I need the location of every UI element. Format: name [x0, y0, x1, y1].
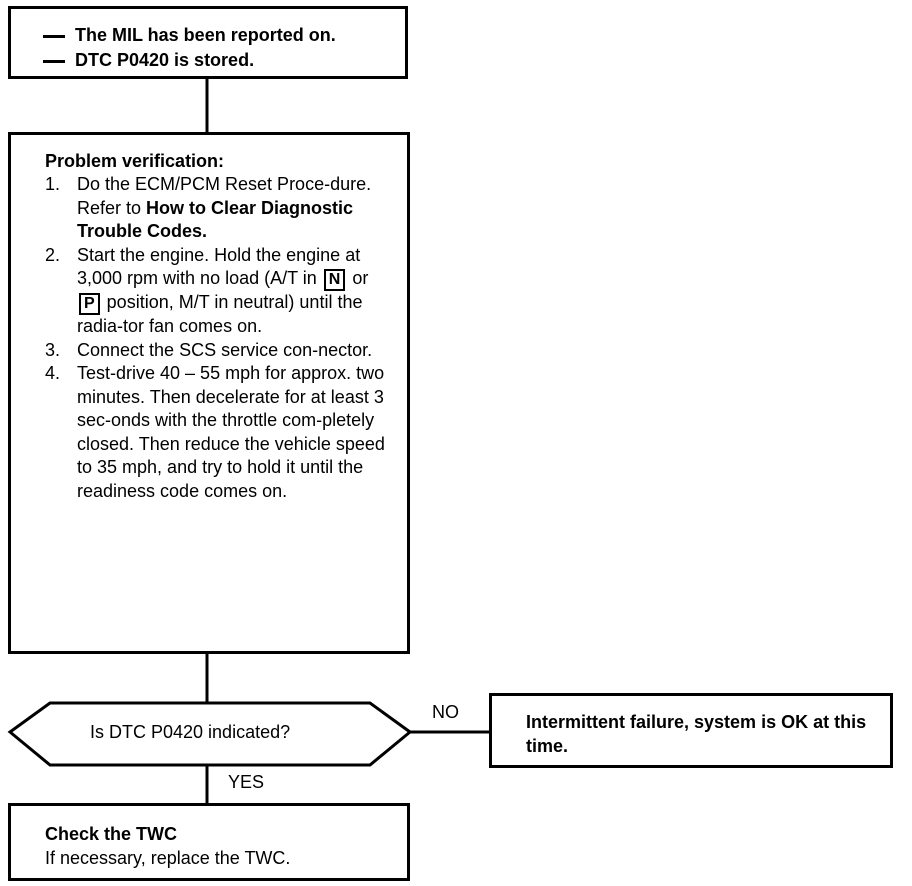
verification-step-2: 2. Start the engine. Hold the engine at … — [45, 244, 389, 339]
step-refer-link-text: How to Clear Diagnostic Trouble Codes. — [77, 197, 354, 242]
mil-status-box: The MIL has been reported on. DTC P0420 … — [8, 6, 408, 79]
verification-heading: Problem verification: — [45, 151, 225, 171]
step-text: or — [347, 268, 369, 288]
step-text: Do the ECM/PCM Reset Proce-dure. — [77, 174, 372, 194]
shift-position-n-key: N — [323, 269, 346, 291]
step-number: 2. — [45, 244, 61, 265]
mil-status-item: DTC P0420 is stored. — [37, 48, 405, 73]
step-text: Connect the SCS service con-nector. — [77, 339, 373, 360]
mil-status-item: The MIL has been reported on. — [37, 23, 405, 48]
step-number: 3. — [45, 339, 61, 360]
problem-verification-box: Problem verification: 1. Do the ECM/PCM … — [8, 132, 410, 654]
verification-steps: 1. Do the ECM/PCM Reset Proce-dure. Refe… — [45, 173, 387, 503]
check-twc-title: Check the TWC — [45, 824, 178, 844]
step-number: 1. — [45, 174, 61, 194]
verification-step-4: 4. Test-drive 40 – 55 mph for approx. tw… — [45, 362, 389, 503]
step-text: position, M/T in neutral) until the radi… — [77, 292, 363, 336]
verification-step-1: 1. Do the ECM/PCM Reset Proce-dure. Refe… — [45, 173, 389, 244]
step-text: Start the engine. Hold the engine at 3,0… — [77, 244, 361, 289]
intermittent-failure-box: Intermittent failure, system is OK at th… — [489, 693, 893, 768]
check-twc-box: Check the TWC If necessary, replace the … — [8, 803, 410, 881]
no-branch-label: NO — [432, 702, 459, 722]
shift-position-p-key: P — [79, 293, 100, 315]
verification-step-3: 3. Connect the SCS service con-nector. — [45, 339, 389, 363]
mil-status-list: The MIL has been reported on. DTC P0420 … — [37, 23, 405, 73]
step-text: Test-drive 40 – 55 mph for approx. two m… — [77, 363, 385, 501]
intermittent-failure-text: Intermittent failure, system is OK at th… — [526, 712, 867, 756]
step-refer-prefix: Refer to — [77, 197, 147, 218]
decision-question: Is DTC P0420 indicated? — [90, 722, 291, 742]
step-number: 4. — [45, 363, 61, 383]
check-twc-instruction: If necessary, replace the TWC. — [45, 848, 291, 868]
yes-branch-label: YES — [228, 772, 265, 792]
